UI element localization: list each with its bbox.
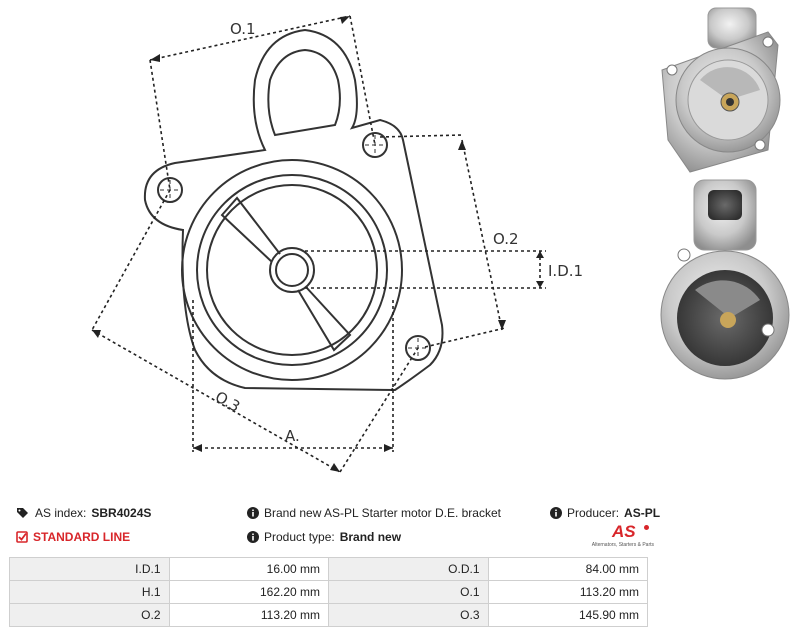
label-id1: I.D.1 — [548, 262, 583, 280]
specs-table: I.D.1 16.00 mm O.D.1 84.00 mm H.1 162.20… — [9, 557, 648, 627]
product-type: Product type: Brand new — [247, 530, 401, 544]
label-a: A. — [285, 427, 300, 445]
product-type-value: Brand new — [339, 530, 402, 544]
product-info: AS index: SBR4024S STANDARD LINE Brand n… — [0, 500, 800, 556]
as-index: AS index: SBR4024S — [16, 506, 151, 520]
check-square-icon — [16, 531, 28, 543]
info-icon — [247, 507, 259, 519]
spec-value: 113.20 mm — [168, 603, 329, 627]
center-bore-inner — [275, 253, 309, 287]
spec-value: 16.00 mm — [168, 557, 329, 581]
product-type-label: Product type: — [264, 530, 335, 544]
description-text: Brand new AS-PL Starter motor D.E. brack… — [264, 506, 501, 520]
logo-text: AS — [612, 522, 636, 541]
spec-label: I.D.1 — [9, 557, 170, 581]
label-od1: O.1 — [230, 20, 256, 38]
table-row: I.D.1 16.00 mm O.D.1 84.00 mm — [9, 557, 648, 581]
body-mid-circle — [196, 174, 388, 366]
label-od2: O.2 — [493, 230, 519, 248]
mount-hole-top — [362, 132, 388, 158]
photo-bottom — [660, 179, 790, 380]
spec-label: O.1 — [328, 580, 489, 604]
lug-inner — [267, 48, 341, 137]
info-icon — [550, 507, 562, 519]
center-bore-outer — [269, 247, 315, 293]
spec-value: 84.00 mm — [487, 557, 648, 581]
body-outer-circle — [181, 159, 403, 381]
spec-value: 113.20 mm — [487, 580, 648, 604]
producer: Producer: AS-PL — [550, 506, 660, 520]
as-pl-logo: AS Alternators, Starters & Parts — [582, 522, 654, 550]
body-inner-circle — [206, 184, 378, 356]
producer-value: AS-PL — [624, 506, 661, 520]
logo-dot — [644, 525, 649, 530]
spec-value: 145.90 mm — [487, 603, 648, 627]
as-index-value: SBR4024S — [91, 506, 152, 520]
photo-top — [661, 7, 781, 173]
description: Brand new AS-PL Starter motor D.E. brack… — [247, 506, 501, 520]
product-photos — [660, 7, 790, 380]
table-row: H.1 162.20 mm O.1 113.20 mm — [9, 580, 648, 604]
mount-hole-left — [157, 177, 183, 203]
label-od3: O.3 — [212, 388, 243, 416]
product-line-label: STANDARD LINE — [33, 530, 131, 544]
technical-drawing: O.1 O.2 I.D.1 O.3 A. — [91, 15, 583, 473]
bracket-outline — [143, 28, 444, 392]
product-line: STANDARD LINE — [16, 530, 130, 544]
spec-label: O.3 — [328, 603, 489, 627]
table-row: O.2 113.20 mm O.3 145.90 mm — [9, 603, 648, 627]
spec-label: O.D.1 — [328, 557, 489, 581]
producer-label: Producer: — [567, 506, 620, 520]
as-index-label: AS index: — [35, 506, 87, 520]
mount-hole-bottom — [405, 335, 431, 361]
logo-tagline: Alternators, Starters & Parts — [591, 542, 654, 548]
spec-label: O.2 — [9, 603, 170, 627]
sector-wedge — [220, 196, 352, 352]
info-icon — [247, 531, 259, 543]
tags-icon — [17, 508, 28, 518]
spec-label: H.1 — [9, 580, 170, 604]
spec-value: 162.20 mm — [168, 580, 329, 604]
